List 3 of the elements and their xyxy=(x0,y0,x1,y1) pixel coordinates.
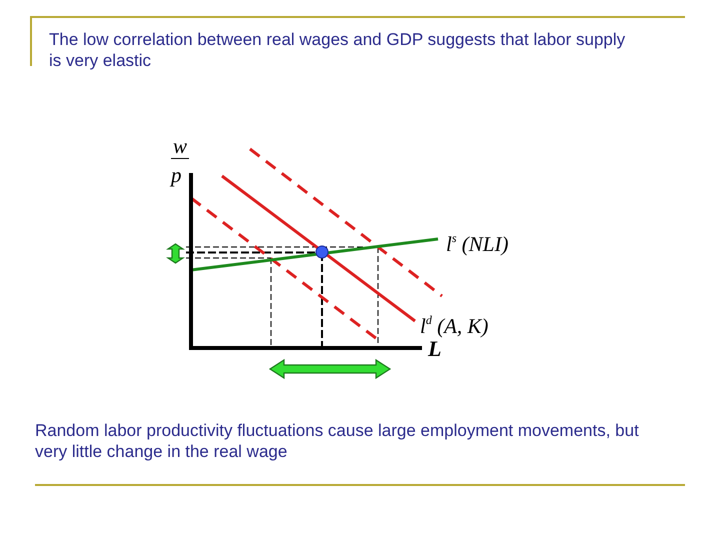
slide-title: The low correlation between real wages and GDP suggests that labor supply is very elastic xyxy=(49,29,626,71)
caption-text: Random labor productivity fluctuations cause large employment movements, but very little change in the real wage xyxy=(35,420,640,462)
curve-label: l$^{s}$ (NLI) xyxy=(446,233,508,255)
